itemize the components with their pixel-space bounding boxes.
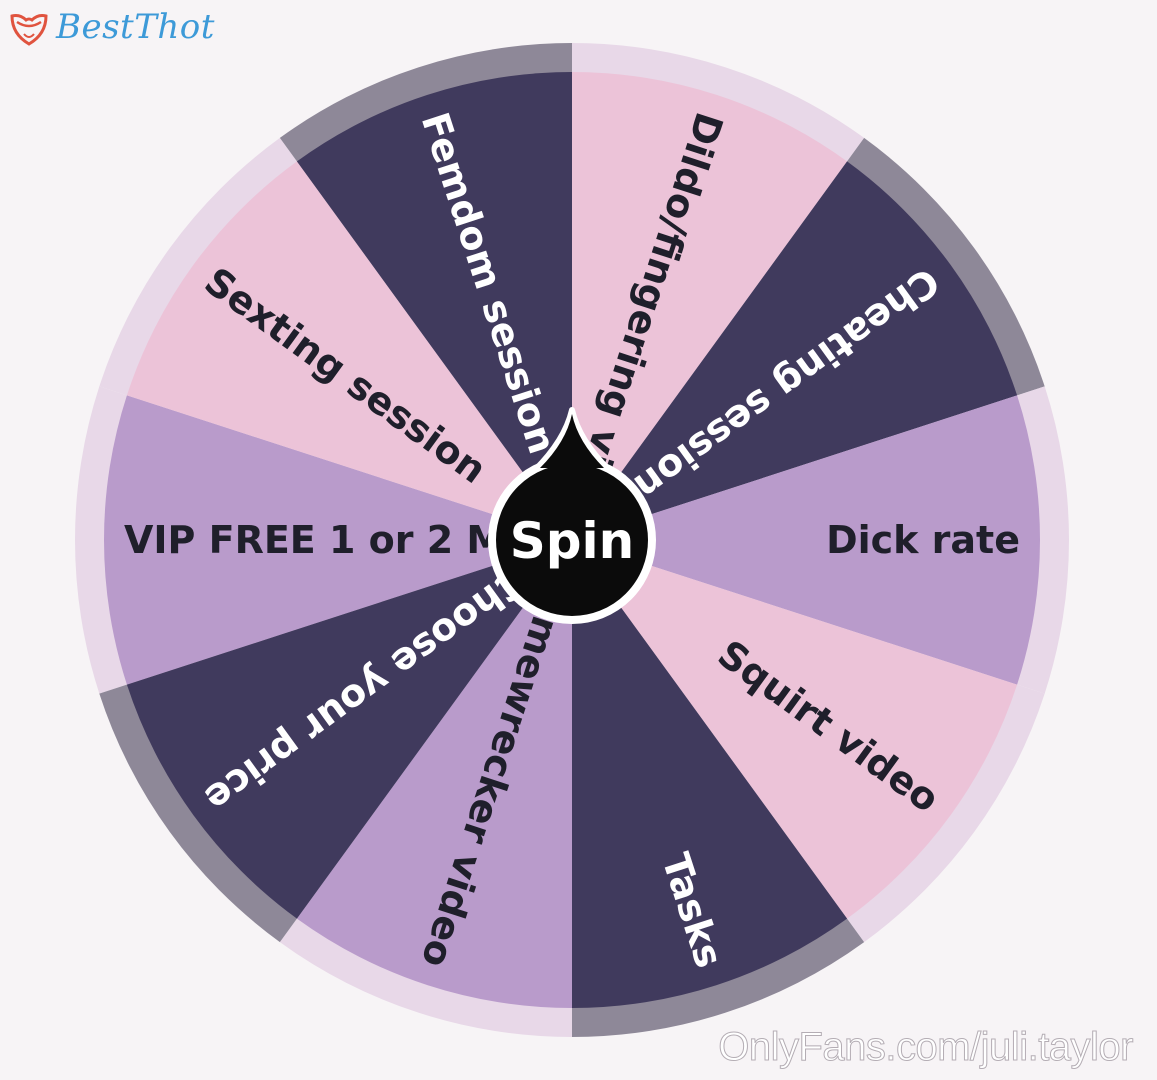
lips-icon — [10, 14, 48, 46]
wheel-segments — [104, 72, 1040, 1008]
wheel-segment[interactable] — [104, 395, 573, 685]
wheel-segment[interactable] — [296, 72, 572, 540]
wheel-segment[interactable] — [572, 540, 848, 1008]
spin-label[interactable]: Spin — [510, 512, 635, 570]
spin-button[interactable]: Spin — [488, 407, 656, 624]
watermark-text: OnlyFans.com/juli.taylor — [718, 1025, 1134, 1070]
site-logo: BestThot — [6, 4, 215, 50]
wheel-segment[interactable] — [572, 161, 1018, 540]
wheel-segment[interactable] — [572, 540, 1018, 919]
wheel-segment[interactable] — [572, 72, 848, 540]
wheel-segment[interactable] — [126, 540, 572, 919]
wheel-segment[interactable] — [572, 395, 1040, 685]
wheel-segment-label: Dick rate — [826, 518, 1020, 562]
logo-text: BestThot — [56, 7, 215, 47]
wheel-segment[interactable] — [296, 540, 572, 1008]
spin-pointer-join — [540, 414, 604, 468]
wheel-segment[interactable] — [126, 161, 572, 540]
